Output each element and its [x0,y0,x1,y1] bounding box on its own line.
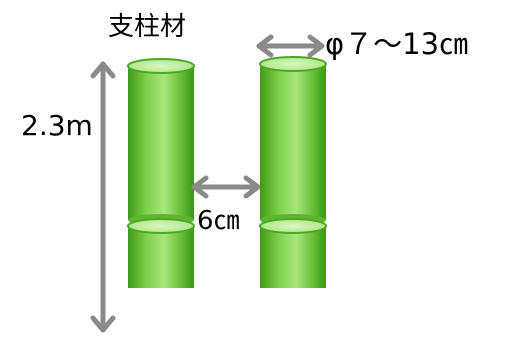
right-pole-upper-body [260,64,326,220]
left-pole-top-cap [127,58,195,74]
diameter-label: φ７～13㎝ [325,27,469,61]
right-pole [259,56,327,288]
height-label: 2.3m [21,109,93,142]
left-pole [127,58,195,288]
left-pole-lower-cap [127,218,195,234]
diameter-arrow [256,34,325,58]
gap-label: 6㎝ [197,206,240,236]
right-pole-lower-body [260,226,326,288]
left-pole-upper-body [128,66,194,220]
left-pole-lower-body [128,226,194,288]
title-label: 支柱材 [108,12,187,42]
right-pole-lower-cap [259,218,327,234]
gap-arrow [191,175,261,199]
height-arrow [90,61,116,333]
right-pole-top-cap [259,56,327,72]
